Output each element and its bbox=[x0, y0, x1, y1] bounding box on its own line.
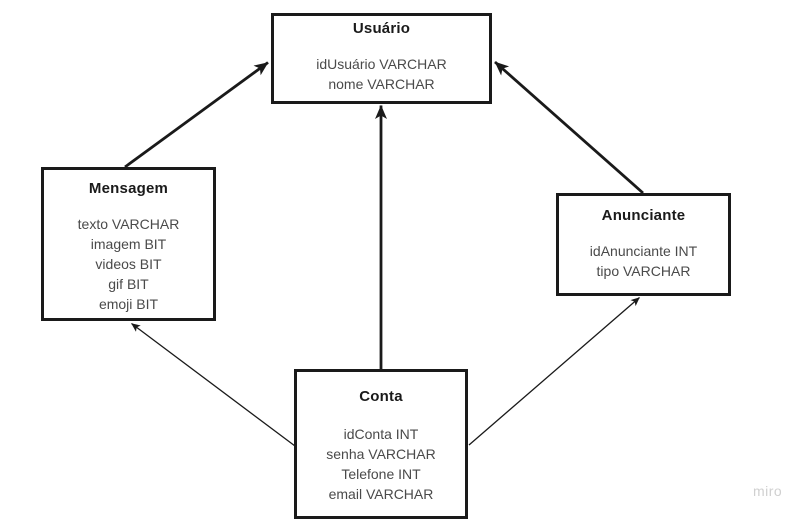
entity-attribute: imagem BIT bbox=[90, 236, 167, 252]
entity-anunciante[interactable]: Anunciante idAnunciante INT tipo VARCHAR bbox=[556, 193, 731, 296]
entity-mensagem-attributes: texto VARCHAR imagem BIT videos BIT gif … bbox=[44, 214, 213, 314]
entity-anunciante-attributes: idAnunciante INT tipo VARCHAR bbox=[559, 241, 728, 281]
entity-attribute: nome VARCHAR bbox=[328, 76, 435, 92]
connector-conta-to-mensagem[interactable] bbox=[131, 322, 296, 447]
entity-conta-title: Conta bbox=[359, 388, 403, 405]
entity-conta-attributes: idConta INT senha VARCHAR Telefone INT e… bbox=[297, 424, 465, 504]
entity-mensagem-title: Mensagem bbox=[88, 180, 169, 197]
entity-attribute: Telefone INT bbox=[341, 466, 421, 482]
entity-attribute: tipo VARCHAR bbox=[596, 263, 691, 279]
connector-anunciante-to-usuario[interactable] bbox=[494, 60, 644, 195]
entity-anunciante-title: Anunciante bbox=[601, 207, 686, 224]
connector-mensagem-to-usuario[interactable] bbox=[124, 61, 269, 169]
miro-watermark: miro bbox=[753, 483, 783, 499]
entity-attribute: texto VARCHAR bbox=[77, 216, 180, 232]
entity-usuario-title: Usuário bbox=[352, 20, 411, 37]
entity-usuario-attributes: idUsuário VARCHAR nome VARCHAR bbox=[274, 54, 489, 94]
entity-attribute: email VARCHAR bbox=[328, 486, 434, 502]
entity-attribute: idConta INT bbox=[343, 426, 419, 442]
entity-usuario[interactable]: Usuário idUsuário VARCHAR nome VARCHAR bbox=[271, 13, 492, 104]
entity-attribute: emoji BIT bbox=[98, 296, 159, 312]
entity-mensagem[interactable]: Mensagem texto VARCHAR imagem BIT videos… bbox=[41, 167, 216, 321]
entity-attribute: idUsuário VARCHAR bbox=[316, 56, 447, 72]
connector-conta-to-anunciante[interactable] bbox=[468, 297, 640, 446]
entity-attribute: senha VARCHAR bbox=[326, 446, 436, 462]
entity-conta[interactable]: Conta idConta INT senha VARCHAR Telefone… bbox=[294, 369, 468, 519]
entity-attribute: videos BIT bbox=[95, 256, 162, 272]
entity-attribute: idAnunciante INT bbox=[589, 243, 698, 259]
entity-attribute: gif BIT bbox=[108, 276, 149, 292]
